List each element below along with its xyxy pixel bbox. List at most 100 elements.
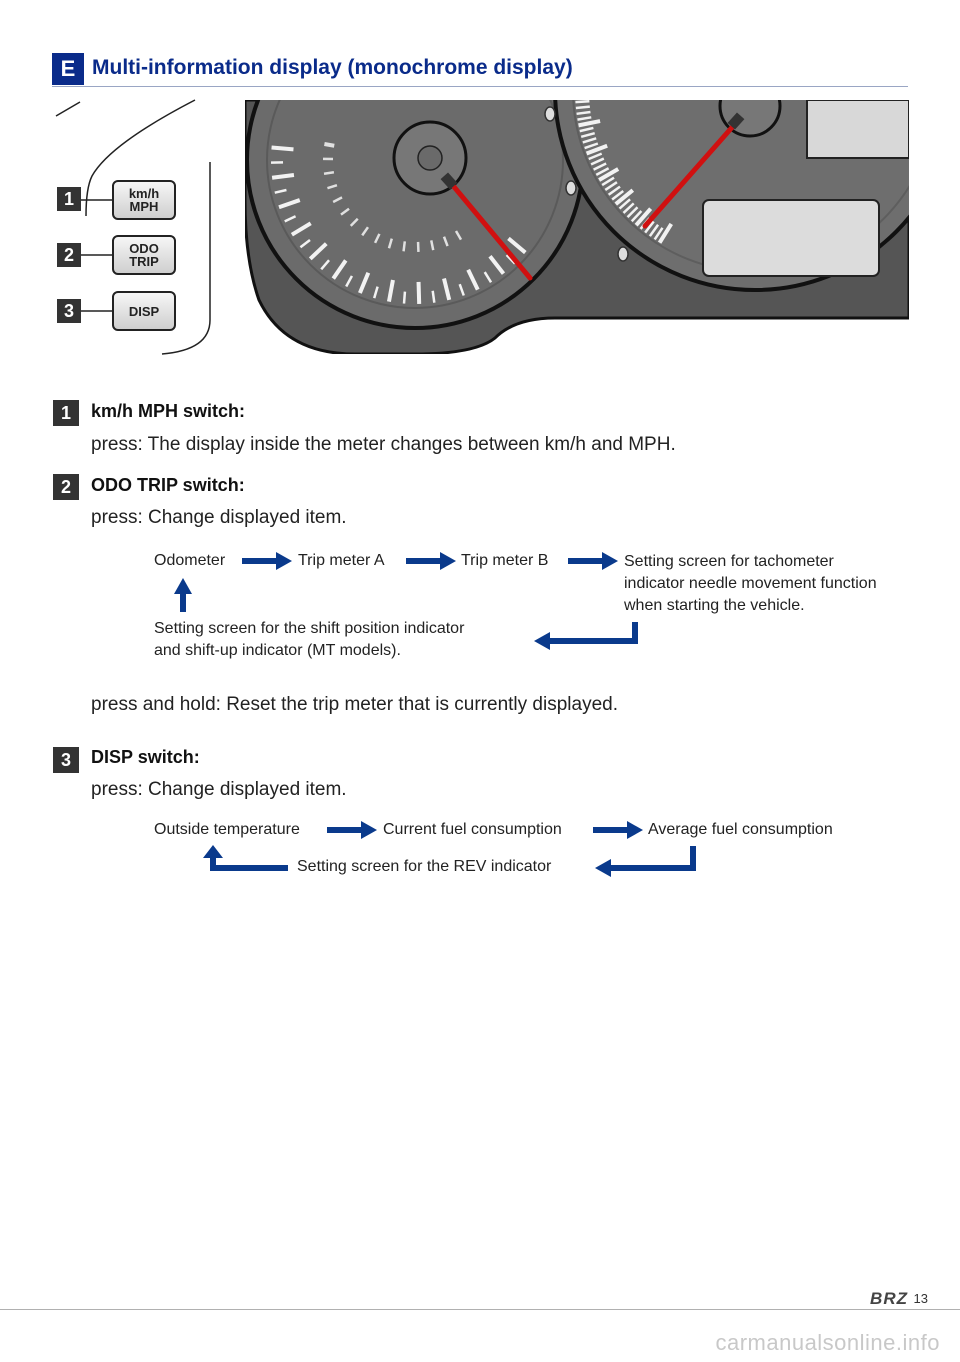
arrow-return-icon: [595, 846, 696, 877]
gauge-tick: [588, 152, 603, 161]
gauge-tick: [582, 137, 597, 144]
gauge-tick: [320, 259, 331, 271]
gauge-tick: [299, 238, 311, 249]
gauge-tick: [644, 220, 655, 234]
odo-trip-button-line2: TRIP: [129, 254, 159, 269]
gauge-tick: [648, 224, 660, 237]
gauge-tick: [271, 145, 294, 152]
gauge-tick: [595, 167, 610, 176]
gauge-tick: [290, 221, 312, 237]
item-3-text: press: Change displayed item.: [91, 779, 347, 800]
flow-odometer: Odometer: [154, 552, 226, 569]
gauge-tick: [323, 170, 335, 175]
gauge-tick: [634, 207, 653, 227]
arrow-return-up-icon: [203, 845, 288, 871]
item-3-title: DISP switch:: [91, 747, 200, 767]
gauge-tick: [387, 238, 394, 249]
disp-flow-arrows: [203, 821, 696, 877]
multi-info-display-screen: [702, 199, 880, 277]
gauge-tick: [274, 188, 287, 194]
gauge-tick: [430, 240, 435, 251]
arrow-right-icon: [406, 552, 456, 570]
gauge-tick: [507, 236, 527, 255]
item-1-text: press: The display inside the meter chan…: [91, 434, 676, 455]
item-1-badge: 1: [53, 400, 79, 426]
arrow-right-icon: [327, 821, 377, 839]
gauge-tick: [454, 230, 463, 241]
gauge-tick: [431, 290, 436, 303]
kmh-mph-button-line1: km/h: [128, 186, 160, 201]
gauge-tick: [349, 217, 359, 227]
gauge-tick: [442, 236, 449, 247]
item-2-badge: 2: [53, 474, 79, 500]
gauge-tick: [604, 181, 618, 191]
gauge-tick: [373, 233, 381, 244]
gauge-tick: [483, 271, 493, 283]
arrow-up-icon: [174, 578, 192, 612]
speedometer-needle: [447, 179, 533, 281]
odo-trip-button-line1: ODO: [129, 241, 159, 256]
gauge-tick: [579, 126, 594, 133]
gauge-tick: [416, 281, 422, 304]
gauge-tick: [324, 142, 335, 148]
section-header: [52, 52, 908, 87]
flow-trip-meter-a: Trip meter A: [298, 552, 385, 569]
kmh-mph-button[interactable]: km/h MPH: [112, 180, 176, 220]
footer-divider: [0, 1309, 960, 1310]
brand-logo: BRZ: [870, 1289, 908, 1308]
gauge-tick: [308, 242, 328, 261]
gauge-tick: [607, 185, 621, 196]
gauge-tick: [657, 222, 673, 244]
gauge-tick: [345, 275, 354, 288]
gauge-tick: [331, 259, 348, 280]
gauge-tick: [271, 173, 295, 180]
gauge-tick: [386, 279, 395, 302]
kmh-mph-button-line2: MPH: [129, 199, 159, 214]
odo-trip-button[interactable]: ODO TRIP: [112, 235, 176, 275]
gauge-tick: [653, 227, 664, 241]
item-2-hold-text: press and hold: Reset the trip meter tha…: [91, 694, 618, 715]
flow-shift-setting-line2: and shift-up indicator (MT models).: [154, 642, 401, 659]
item-2-text: press: Change displayed item.: [91, 507, 347, 528]
gauge-tick: [585, 143, 608, 156]
gauge-tick: [361, 226, 369, 237]
gauge-tick: [577, 116, 592, 121]
arrow-right-icon: [568, 552, 618, 570]
gauge-tick: [598, 167, 620, 182]
gauge-tick: [601, 176, 615, 187]
disp-button[interactable]: DISP: [112, 291, 176, 331]
flow-tach-setting-line3: when starting the vehicle.: [624, 597, 805, 614]
arrow-return-icon: [534, 622, 638, 650]
flow-average-fuel: Average fuel consumption: [648, 821, 833, 838]
item-2-title: ODO TRIP switch:: [91, 475, 245, 495]
watermark: carmanualsonline.info: [715, 1330, 940, 1355]
gauge-tick: [626, 206, 639, 219]
item-1-title: km/h MPH switch:: [91, 401, 246, 421]
gauge-tick: [332, 196, 343, 204]
gauge-tick: [488, 255, 506, 275]
flow-tach-setting-line2: indicator needle movement function: [624, 575, 877, 592]
gauge-tick: [584, 142, 599, 150]
gauge-tick: [505, 254, 516, 265]
gauge-tick: [458, 283, 465, 296]
flow-trip-meter-b: Trip meter B: [461, 552, 549, 569]
gauge-tick: [278, 198, 301, 210]
gauge-tick: [402, 241, 407, 252]
flow-current-fuel: Current fuel consumption: [383, 821, 562, 838]
gauge-tick: [614, 188, 635, 206]
gauge-tick: [575, 105, 590, 110]
arrow-right-icon: [242, 552, 292, 570]
gauge-tick: [575, 100, 590, 104]
arrow-right-icon: [593, 821, 643, 839]
gauge-tick: [442, 278, 452, 301]
gauge-tick: [618, 198, 631, 210]
gauge-tick: [340, 207, 350, 216]
flow-shift-setting-line1: Setting screen for the shift position in…: [154, 620, 465, 637]
item-3-badge: 3: [53, 747, 79, 773]
section-letter: E: [52, 53, 84, 85]
odo-flow-arrows: [174, 552, 638, 650]
gauge-tick: [630, 210, 643, 223]
flow-rev-setting: Setting screen for the REV indicator: [297, 858, 552, 875]
gauge-tick: [611, 189, 625, 201]
gauge-tick: [622, 202, 635, 214]
